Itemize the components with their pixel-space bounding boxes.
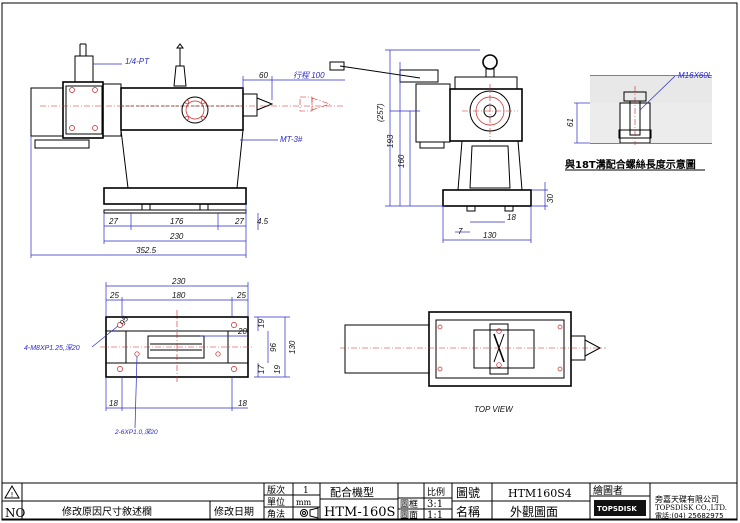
travel-label: 行程 100 bbox=[293, 71, 325, 80]
dim-160: 160 bbox=[397, 154, 406, 168]
plan-dim-17: 17 bbox=[257, 365, 266, 374]
t-slot-detail bbox=[565, 75, 712, 171]
model-value: HTM-160S bbox=[324, 505, 395, 520]
dim-27b: 27 bbox=[234, 217, 244, 226]
front-view bbox=[30, 43, 345, 258]
morse-taper-label: MT-3# bbox=[280, 135, 303, 144]
drawing-no-value: HTM160S4 bbox=[508, 487, 572, 500]
dim-257: (257) bbox=[376, 103, 385, 122]
drafter-label: 繪圖者 bbox=[593, 484, 623, 497]
surface-label: 圖面 bbox=[400, 510, 418, 521]
plan-dim-19a: 19 bbox=[257, 319, 266, 328]
drawing-no-label: 圖號 bbox=[456, 486, 480, 500]
top-view-label: TOP VIEW bbox=[474, 405, 514, 414]
m8-thread-callout: 4-M8XP1.25,深20 bbox=[24, 344, 80, 352]
bolt-size-label: M16X60L bbox=[678, 71, 712, 80]
plan-dim-230: 230 bbox=[171, 277, 186, 286]
plan-dim-180: 180 bbox=[172, 291, 186, 300]
dim-130: 130 bbox=[483, 231, 497, 240]
plan-dim-25a: 25 bbox=[109, 291, 119, 300]
plan-dim-18a: 18 bbox=[109, 399, 118, 408]
plan-dim-25b: 25 bbox=[236, 291, 246, 300]
logo-text: TOPSDISK bbox=[597, 505, 637, 513]
revision-date-label: 修改日期 bbox=[214, 505, 254, 518]
m6-thread-callout: 2-6XP1.0,深20 bbox=[114, 428, 158, 436]
dim-60: 60 bbox=[259, 71, 268, 80]
company-logo bbox=[594, 500, 646, 516]
edition-label: 版次 bbox=[267, 484, 285, 496]
projection-symbol-icon bbox=[300, 509, 308, 517]
plan-dim-18b: 18 bbox=[238, 399, 247, 408]
frame-label: 圖框 bbox=[400, 498, 418, 510]
revision-note-label: 修改原因尺寸敘述欄 bbox=[62, 505, 152, 518]
company-phone: 電話:(04) 25682975 bbox=[655, 511, 724, 520]
dim-30: 30 bbox=[546, 194, 555, 203]
plan-dim-20: 20 bbox=[237, 327, 247, 336]
unit-value: mm bbox=[296, 498, 312, 507]
dim-7: 7 bbox=[458, 227, 463, 236]
angle-label: 角法 bbox=[267, 508, 285, 520]
warning-triangle-icon bbox=[4, 485, 20, 499]
model-label: 配合機型 bbox=[330, 485, 374, 499]
frame-value: 3:1 bbox=[427, 499, 443, 510]
top-view bbox=[340, 311, 606, 387]
pt-thread-label: 1/4-PT bbox=[125, 57, 150, 66]
dim-352-5: 352.5 bbox=[136, 246, 157, 255]
dim-61: 61 bbox=[566, 118, 575, 127]
plan-view bbox=[91, 282, 290, 429]
edition-value: 1 bbox=[303, 486, 309, 496]
name-value: 外觀圖面 bbox=[510, 505, 558, 519]
dim-18: 18 bbox=[507, 213, 516, 222]
dim-230: 230 bbox=[169, 232, 184, 241]
scale-label: 比例 bbox=[427, 486, 445, 498]
svg-text:!: ! bbox=[11, 491, 14, 499]
no-label: NO bbox=[5, 506, 26, 520]
side-view bbox=[329, 49, 548, 243]
name-label: 名稱 bbox=[456, 504, 480, 519]
plan-dim-96: 96 bbox=[269, 343, 278, 352]
plan-dim-130: 130 bbox=[288, 340, 297, 354]
detail-caption: 與18T溝配合螺絲長度示意圖 bbox=[565, 158, 696, 171]
company-name-en: TOPSDISK CO.,LTD. bbox=[655, 504, 727, 512]
dim-4-5: 4.5 bbox=[257, 217, 269, 226]
dim-193: 193 bbox=[386, 134, 395, 148]
plan-dim-19b: 19 bbox=[273, 365, 282, 374]
title-block: ! bbox=[2, 482, 737, 520]
dim-27a: 27 bbox=[108, 217, 118, 226]
company-name-cn: 旁嘉天碟有限公司 bbox=[655, 494, 719, 504]
unit-label: 單位 bbox=[267, 496, 285, 508]
dim-176: 176 bbox=[170, 217, 184, 226]
surface-value: 1:1 bbox=[427, 510, 443, 521]
